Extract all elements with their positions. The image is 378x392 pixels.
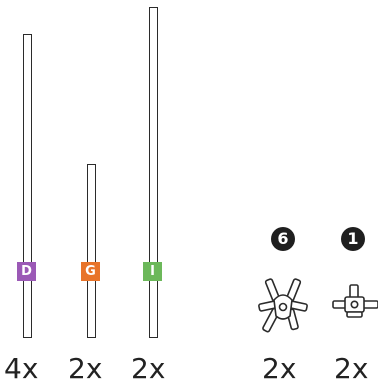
rod-g-label: G: [81, 262, 100, 281]
rod-i: [149, 7, 158, 338]
rod-i-label: I: [143, 262, 162, 281]
rod-d-label: D: [17, 262, 36, 281]
rod-d: [23, 34, 32, 338]
connector-1-number-badge: 1: [341, 227, 365, 251]
connector-6-number-badge: 6: [271, 227, 295, 251]
rod-g-quantity: 2x: [68, 352, 103, 385]
rod-i-quantity: 2x: [131, 352, 166, 385]
rod-g: [87, 164, 96, 338]
rod-d-quantity: 4x: [4, 352, 39, 385]
connector-6-quantity: 2x: [262, 352, 297, 385]
two-way-connector-icon: [332, 284, 378, 318]
connector-1-quantity: 2x: [334, 352, 369, 385]
six-way-connector-icon: [258, 278, 308, 333]
